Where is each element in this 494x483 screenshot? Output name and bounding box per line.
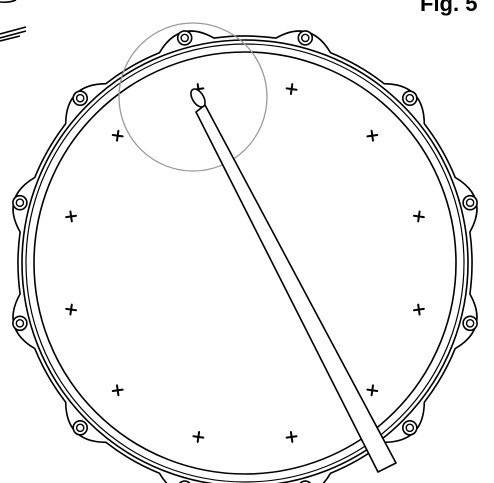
lug-bolt <box>178 31 192 45</box>
drumstick <box>188 87 396 472</box>
lug-bolt <box>13 196 27 210</box>
tuning-mark <box>112 385 123 396</box>
drum-head <box>34 52 456 474</box>
drumstick-shaft <box>196 105 396 472</box>
tuning-marks <box>65 83 424 442</box>
cropped-stick-fragment <box>0 0 26 41</box>
tuning-mark <box>367 130 378 141</box>
tuning-mark <box>413 211 424 222</box>
lug-bolt <box>463 316 477 330</box>
tuning-mark <box>286 431 297 442</box>
drum-rim <box>22 40 468 483</box>
rim-ring-middle <box>26 44 464 482</box>
lug-bolt <box>403 421 417 435</box>
lug-bolt <box>298 31 312 45</box>
lug-bolt <box>73 421 87 435</box>
tuning-mark <box>112 130 123 141</box>
tuning-mark <box>193 431 204 442</box>
lug-bolt <box>73 91 87 105</box>
lug-bolt <box>463 196 477 210</box>
tuning-mark <box>65 211 76 222</box>
tuning-mark <box>286 83 297 94</box>
lug-bolt <box>13 316 27 330</box>
tuning-mark <box>367 385 378 396</box>
tuning-mark <box>413 304 424 315</box>
tuning-mark <box>65 304 76 315</box>
lug-bolt <box>403 91 417 105</box>
figure-label: Fig. 5 <box>420 0 477 16</box>
